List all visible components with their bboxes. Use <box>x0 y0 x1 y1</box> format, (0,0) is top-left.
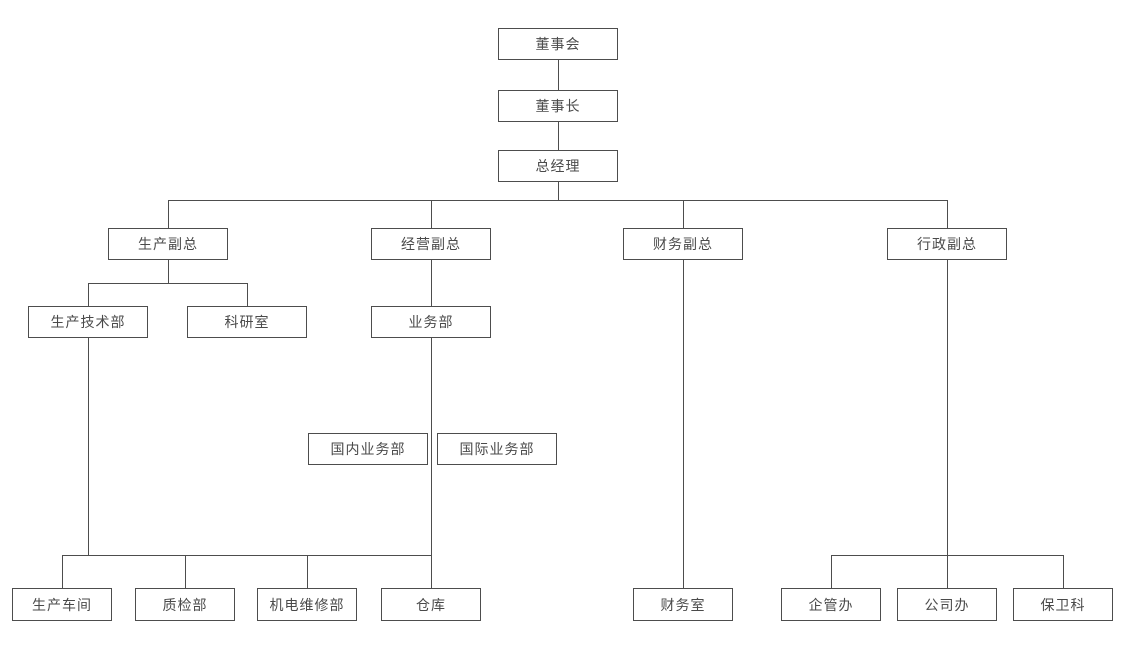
connector-drop-production-tech-dept <box>88 283 89 306</box>
org-node-finance-office: 财务室 <box>633 588 733 621</box>
org-node-production-vp: 生产副总 <box>108 228 228 260</box>
org-node-company-office: 公司办 <box>897 588 997 621</box>
org-node-production-tech-dept: 生产技术部 <box>28 306 148 338</box>
connector-drop-mechatronics-maintenance-dept <box>307 555 308 588</box>
connector-drop-warehouse <box>431 555 432 588</box>
connector-drop-quality-inspection-dept <box>185 555 186 588</box>
connector-bottom-left-bar <box>62 555 432 556</box>
org-node-admin-vp: 行政副总 <box>887 228 1007 260</box>
connector-drop-production-vp <box>168 200 169 228</box>
org-node-production-workshop: 生产车间 <box>12 588 112 621</box>
org-node-finance-vp: 财务副总 <box>623 228 743 260</box>
org-node-security-section: 保卫科 <box>1013 588 1113 621</box>
connector-chairman-gm <box>558 122 559 150</box>
connector-business-dept-down <box>431 338 432 555</box>
connector-production-vp-children-bar <box>88 283 248 284</box>
connector-board-chairman <box>558 60 559 90</box>
connector-drop-enterprise-mgmt-office <box>831 555 832 588</box>
org-node-operations-vp: 经营副总 <box>371 228 491 260</box>
connector-operations-vp-business-dept <box>431 260 432 306</box>
connector-drop-operations-vp <box>431 200 432 228</box>
connector-production-vp-stem <box>168 260 169 283</box>
connector-gm-children-bar <box>168 200 947 201</box>
org-node-international-business-dept: 国际业务部 <box>437 433 557 465</box>
org-node-quality-inspection-dept: 质检部 <box>135 588 235 621</box>
connector-drop-research-office <box>247 283 248 306</box>
org-node-board: 董事会 <box>498 28 618 60</box>
connector-production-tech-dept-down <box>88 338 89 555</box>
connector-drop-production-workshop <box>62 555 63 588</box>
connector-drop-security-section <box>1063 555 1064 588</box>
org-node-general-manager: 总经理 <box>498 150 618 182</box>
connector-admin-vp-stem <box>947 260 948 555</box>
org-node-chairman: 董事长 <box>498 90 618 122</box>
org-node-research-office: 科研室 <box>187 306 307 338</box>
org-node-business-dept: 业务部 <box>371 306 491 338</box>
connector-drop-company-office <box>947 555 948 588</box>
org-node-enterprise-mgmt-office: 企管办 <box>781 588 881 621</box>
org-node-domestic-business-dept: 国内业务部 <box>308 433 428 465</box>
connector-drop-admin-vp <box>947 200 948 228</box>
connector-drop-finance-vp <box>683 200 684 228</box>
org-node-warehouse: 仓库 <box>381 588 481 621</box>
org-node-mechatronics-maintenance-dept: 机电维修部 <box>257 588 357 621</box>
connector-finance-vp-finance-office <box>683 260 684 588</box>
connector-gm-stem <box>558 182 559 200</box>
